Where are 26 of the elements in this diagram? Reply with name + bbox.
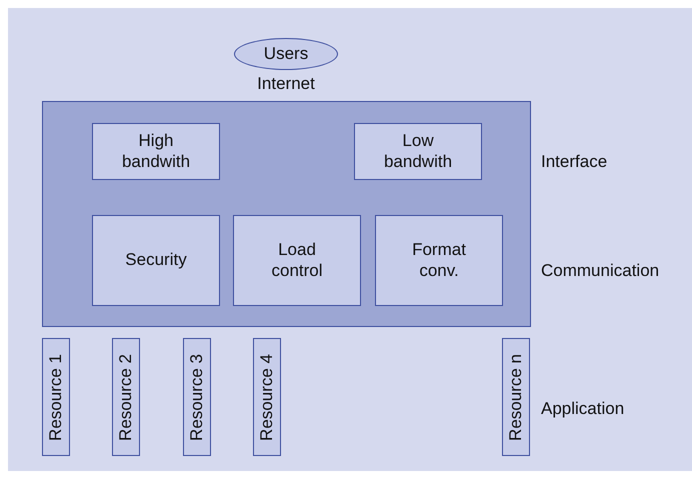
- resource-box: [183, 338, 211, 456]
- module-box: [92, 123, 220, 180]
- node-text: Resource 3: [186, 354, 207, 440]
- layer-label: Interface: [541, 152, 608, 172]
- module-box: [375, 215, 503, 306]
- node-text: Resource 1: [46, 354, 66, 440]
- module-box: [354, 123, 482, 180]
- gateway-box: [42, 101, 531, 327]
- node-text: High bandwith: [120, 131, 192, 172]
- node-text: Low bandwith: [382, 131, 454, 172]
- node-text: Resource n: [506, 354, 526, 440]
- node-text: Resource 2: [116, 354, 136, 440]
- layer-label: Application: [541, 399, 624, 419]
- node-text: Format conv.: [411, 240, 467, 281]
- resource-box: [112, 338, 140, 456]
- node-text: Load control: [270, 240, 324, 281]
- node-text: Resource 4: [256, 354, 277, 440]
- node-text: Security: [125, 250, 187, 271]
- resource-box: [253, 338, 281, 456]
- module-box: [233, 215, 361, 306]
- node-text: Users: [264, 44, 308, 64]
- layer-label: Communication: [541, 261, 660, 281]
- resource-box: [42, 338, 70, 456]
- module-box: [92, 215, 220, 306]
- node-caption: Internet: [257, 74, 315, 94]
- resource-box: [502, 338, 530, 456]
